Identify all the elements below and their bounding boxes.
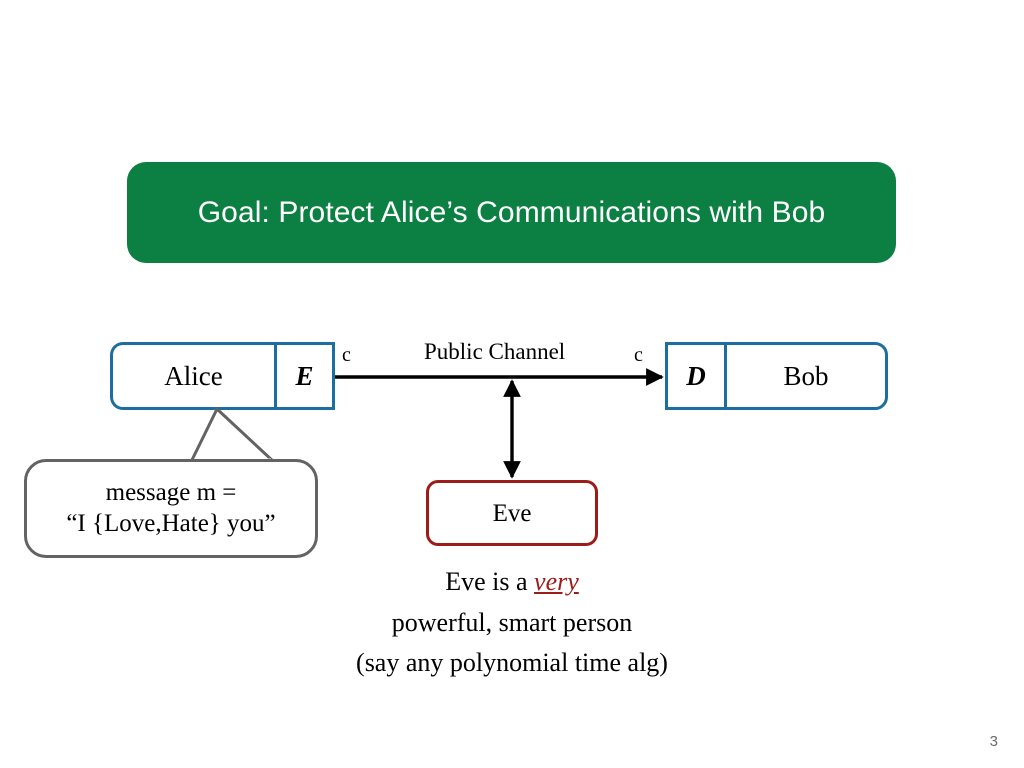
decrypt-box: D bbox=[665, 342, 724, 410]
caption-emphasis-very: very bbox=[534, 567, 579, 596]
caption-line-3: (say any polynomial time alg) bbox=[356, 648, 668, 678]
ciphertext-label-left: c bbox=[342, 344, 351, 366]
eve-description-caption: Eve is a very powerful, smart person (sa… bbox=[0, 562, 1024, 684]
bob-label: Bob bbox=[783, 360, 829, 391]
caption-line-2: powerful, smart person bbox=[391, 607, 633, 637]
eve-box: Eve bbox=[426, 480, 598, 546]
message-callout-bubble: message m = “I {Love,Hate} you” bbox=[24, 459, 318, 558]
decrypt-label: D bbox=[686, 360, 706, 391]
callout-tail bbox=[189, 407, 276, 464]
eve-label: Eve bbox=[492, 499, 532, 527]
alice-box: Alice bbox=[110, 342, 274, 410]
page-title: Goal: Protect Alice’s Communications wit… bbox=[197, 196, 826, 229]
callout-line-1: message m = bbox=[105, 479, 237, 506]
public-channel-label: Public Channel bbox=[424, 339, 566, 364]
encrypt-label: E bbox=[295, 360, 314, 391]
caption-line-1-prefix: Eve is a bbox=[445, 567, 535, 596]
bob-box: Bob bbox=[724, 342, 888, 410]
callout-line-2: “I {Love,Hate} you” bbox=[66, 509, 276, 537]
alice-label: Alice bbox=[164, 360, 223, 391]
encrypt-box: E bbox=[274, 342, 335, 410]
caption-line-1: Eve is a very bbox=[0, 562, 1024, 603]
slide-title-banner: Goal: Protect Alice’s Communications wit… bbox=[127, 162, 896, 263]
ciphertext-label-right: c bbox=[634, 344, 643, 366]
page-number: 3 bbox=[989, 733, 998, 750]
